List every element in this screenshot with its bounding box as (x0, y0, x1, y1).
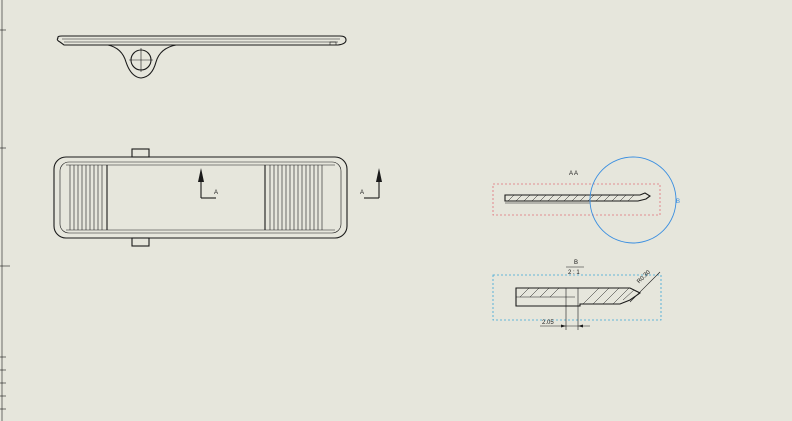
side-profile-view[interactable] (56, 35, 347, 79)
section-label-left: A (214, 190, 218, 196)
section-view-title: A A (569, 171, 578, 177)
detail-view-title-bottom: 2 : 1 (568, 270, 580, 276)
detail-circle[interactable] (589, 156, 677, 244)
detail-view-title-top: B (574, 260, 578, 266)
front-plan-view[interactable] (53, 148, 348, 247)
right-rib-group (264, 165, 323, 230)
left-rib-group (69, 165, 108, 230)
detail-view-frame (492, 274, 662, 321)
detail-circle-label: B (676, 199, 680, 205)
dimension-diag[interactable]: R0.30 (636, 269, 652, 285)
section-label-right: A (360, 190, 364, 196)
sheet-left-border (0, 0, 10, 421)
section-arrow-left[interactable]: A (198, 168, 218, 199)
detail-view[interactable]: B 2 : 1 2.05 R0.30 (492, 260, 662, 330)
section-view-frame (492, 183, 661, 216)
section-arrow-right[interactable]: A (360, 168, 382, 199)
dimension-small[interactable]: 2.05 (542, 320, 554, 326)
section-view[interactable]: A A B (492, 156, 680, 244)
